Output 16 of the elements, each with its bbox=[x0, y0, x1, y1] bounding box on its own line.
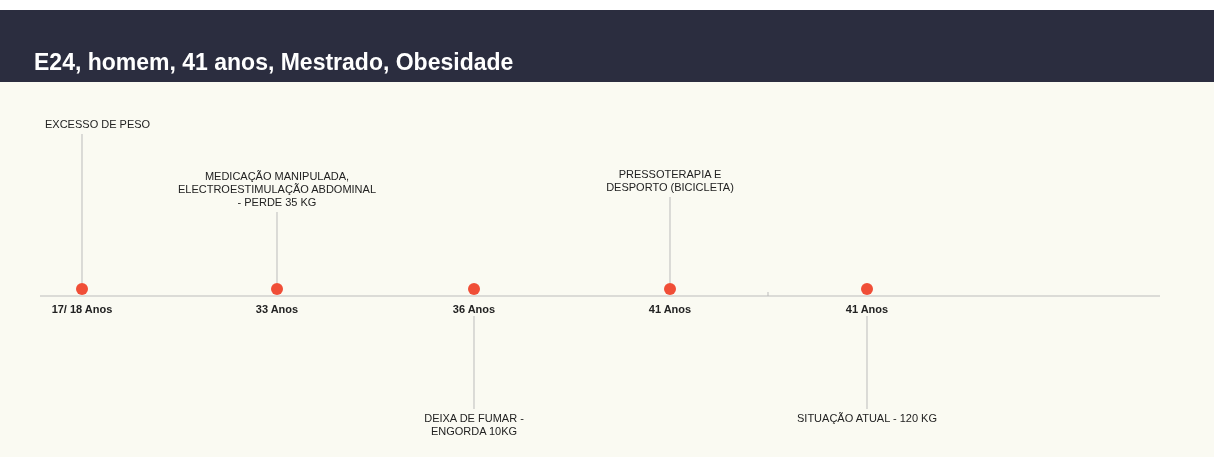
leader-line bbox=[473, 315, 475, 410]
age-label: 41 Anos bbox=[845, 303, 889, 316]
age-label: 36 Anos bbox=[452, 303, 496, 316]
leader-line bbox=[81, 133, 83, 284]
event-label: EXCESSO DE PESO bbox=[45, 118, 155, 131]
leader-line bbox=[866, 315, 868, 410]
event-label: MEDICAÇÃO MANIPULADA, ELECTROESTIMULAÇÃO ABDOMINAL - PERDE 35 KG bbox=[177, 170, 377, 209]
diagram-title: E24, homem, 41 anos, Mestrado, Obesidade bbox=[34, 49, 514, 76]
age-label: 17/ 18 Anos bbox=[51, 303, 113, 316]
age-label: 41 Anos bbox=[648, 303, 692, 316]
age-label: 33 Anos bbox=[255, 303, 299, 316]
leader-line bbox=[669, 196, 671, 284]
event-label: PRESSOTERAPIA E DESPORTO (BICICLETA) bbox=[606, 168, 734, 194]
event-label: SITUAÇÃO ATUAL - 120 KG bbox=[797, 412, 937, 425]
event-label: DEIXA DE FUMAR - ENGORDA 10KG bbox=[404, 412, 544, 438]
leader-line bbox=[276, 211, 278, 284]
